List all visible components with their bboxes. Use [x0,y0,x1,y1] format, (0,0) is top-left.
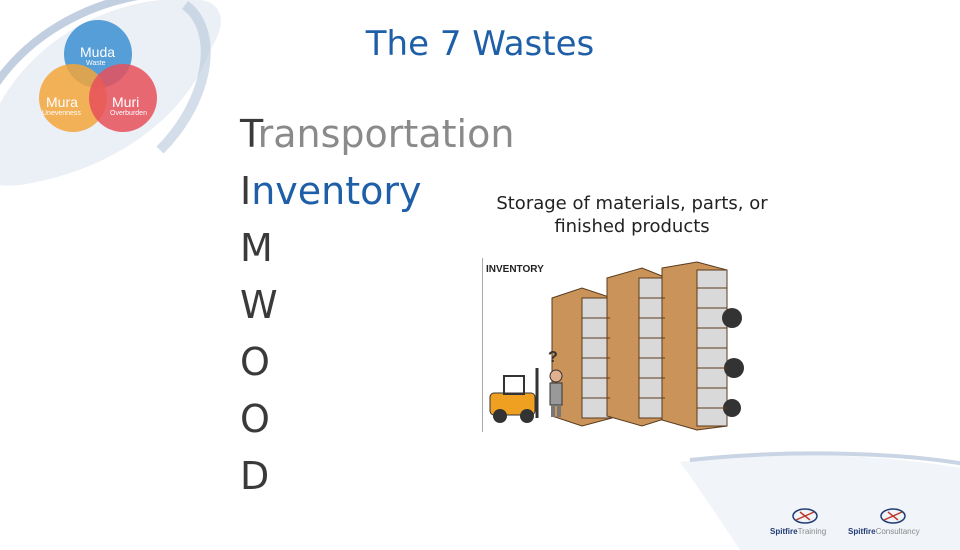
logo-text-consultancy: SpitfireConsultancy [848,527,920,536]
inventory-description: Storage of materials, parts, or finished… [482,192,782,238]
logo-brand: Spitfire [770,527,798,536]
forklift-icon [489,368,539,423]
wastes-list: Transportation Inventory M W O O D [240,106,514,505]
waste-w: W [240,277,514,334]
waste-inventory: Inventory [240,163,514,220]
muda-label: Muda [80,44,116,60]
waste-initial: W [240,283,278,327]
waste-rest: nventory [251,169,422,213]
muri-label: Muri [112,94,140,110]
waste-o-1: O [240,334,514,391]
waste-initial: O [240,340,270,384]
spitfire-emblem-icon [880,508,906,524]
waste-rest: ransportation [257,112,515,156]
waste-initial: O [240,397,270,441]
waste-initial: D [240,454,270,498]
logo-brand: Spitfire [848,527,876,536]
mura-sublabel: Unevenness [42,110,81,117]
question-mark: ? [548,349,558,366]
logo-suffix: Consultancy [875,527,920,536]
shelf-unit-2 [606,267,668,427]
waste-m: M [240,220,514,277]
venn-circles [39,20,157,132]
waste-transportation: Transportation [240,106,514,163]
slide-title: The 7 Wastes [365,24,595,64]
muri-circle [89,64,157,132]
mura-label: Mura [46,94,78,110]
illustration-label: INVENTORY [486,264,544,275]
muda-mura-muri-venn: Muda Waste Mura Unevenness Muri Overburd… [28,14,168,144]
logo-suffix: Training [797,527,827,536]
mura-circle [39,64,107,132]
spitfire-training-logo: SpitfireTraining [770,508,850,536]
muda-sublabel: Waste [86,60,106,67]
description-line-2: finished products [554,216,710,237]
waste-o-2: O [240,391,514,448]
inventory-illustration: INVENTORY [481,258,762,432]
spitfire-consultancy-logo: SpitfireConsultancy [848,508,958,536]
waste-d: D [240,448,514,505]
description-line-1: Storage of materials, parts, or [496,193,768,214]
footer-logos: SpitfireTraining SpitfireConsultancy [770,508,960,536]
waste-initial: I [240,169,252,213]
waste-initial: T [240,112,258,156]
muri-sublabel: Overburden [110,110,147,117]
shelf-unit-3 [661,261,744,431]
decorative-brushstroke-bottom [680,451,960,550]
spitfire-emblem-icon [792,508,818,524]
worker-figure-icon [549,369,563,417]
waste-initial: M [240,226,273,270]
logo-text-training: SpitfireTraining [770,527,826,536]
warehouse-shelves-drawing: ? [481,258,744,432]
